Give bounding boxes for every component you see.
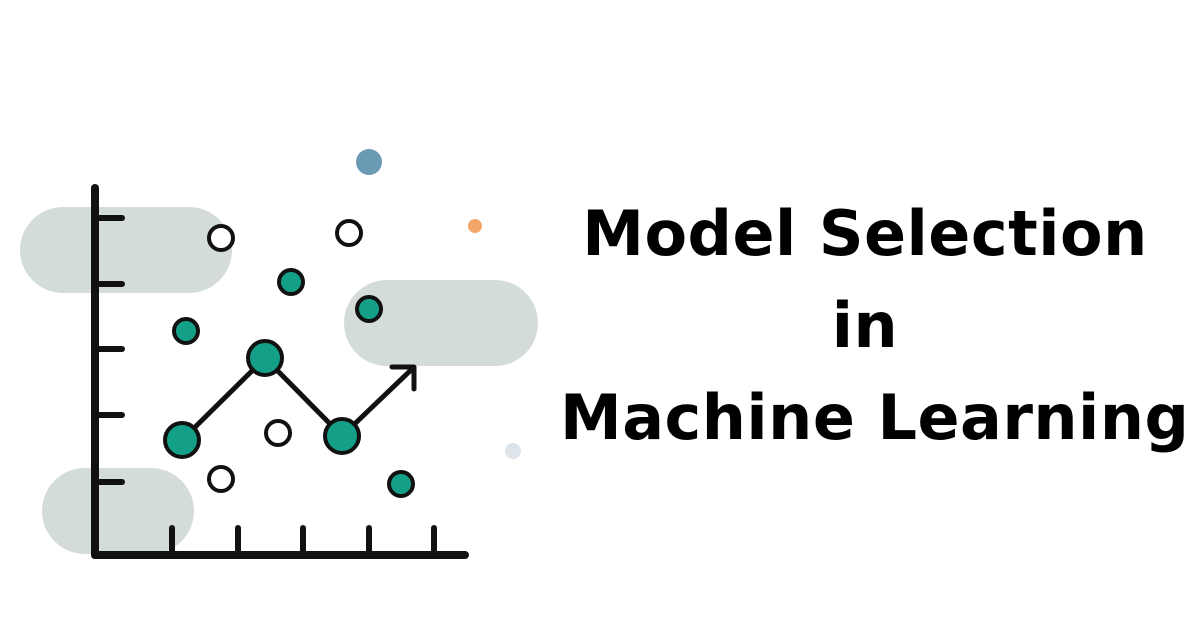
y-axis-ticks [92, 215, 125, 485]
filled-point [277, 268, 305, 296]
title-block: Model Selection in Machine Learning [560, 188, 1190, 464]
x-axis-ticks [169, 525, 437, 558]
highlight-pill [344, 280, 538, 366]
filled-point [387, 470, 415, 498]
decor-dot-light [505, 443, 521, 459]
title-line-3: Machine Learning [560, 381, 1190, 454]
highlight-pill [20, 207, 232, 293]
trend-line [179, 355, 415, 443]
decor-dot-blue [356, 149, 382, 175]
hollow-point [264, 419, 292, 447]
trend-point [246, 339, 284, 377]
filled-point [172, 317, 200, 345]
hollow-points [207, 219, 363, 493]
chart-axes [91, 184, 469, 559]
title-line-2: in [831, 289, 899, 362]
hollow-point [207, 224, 235, 252]
trend-point [323, 417, 361, 455]
filled-point [355, 295, 383, 323]
decor-dot-orange [468, 219, 482, 233]
trend-point [163, 421, 201, 459]
chart-illustration [20, 149, 538, 559]
title-line-1: Model Selection [582, 197, 1148, 270]
filled-points [163, 268, 415, 498]
hollow-point [207, 465, 235, 493]
highlight-pill [42, 468, 194, 554]
trend-arrow-head [389, 364, 417, 392]
hollow-point [335, 219, 363, 247]
